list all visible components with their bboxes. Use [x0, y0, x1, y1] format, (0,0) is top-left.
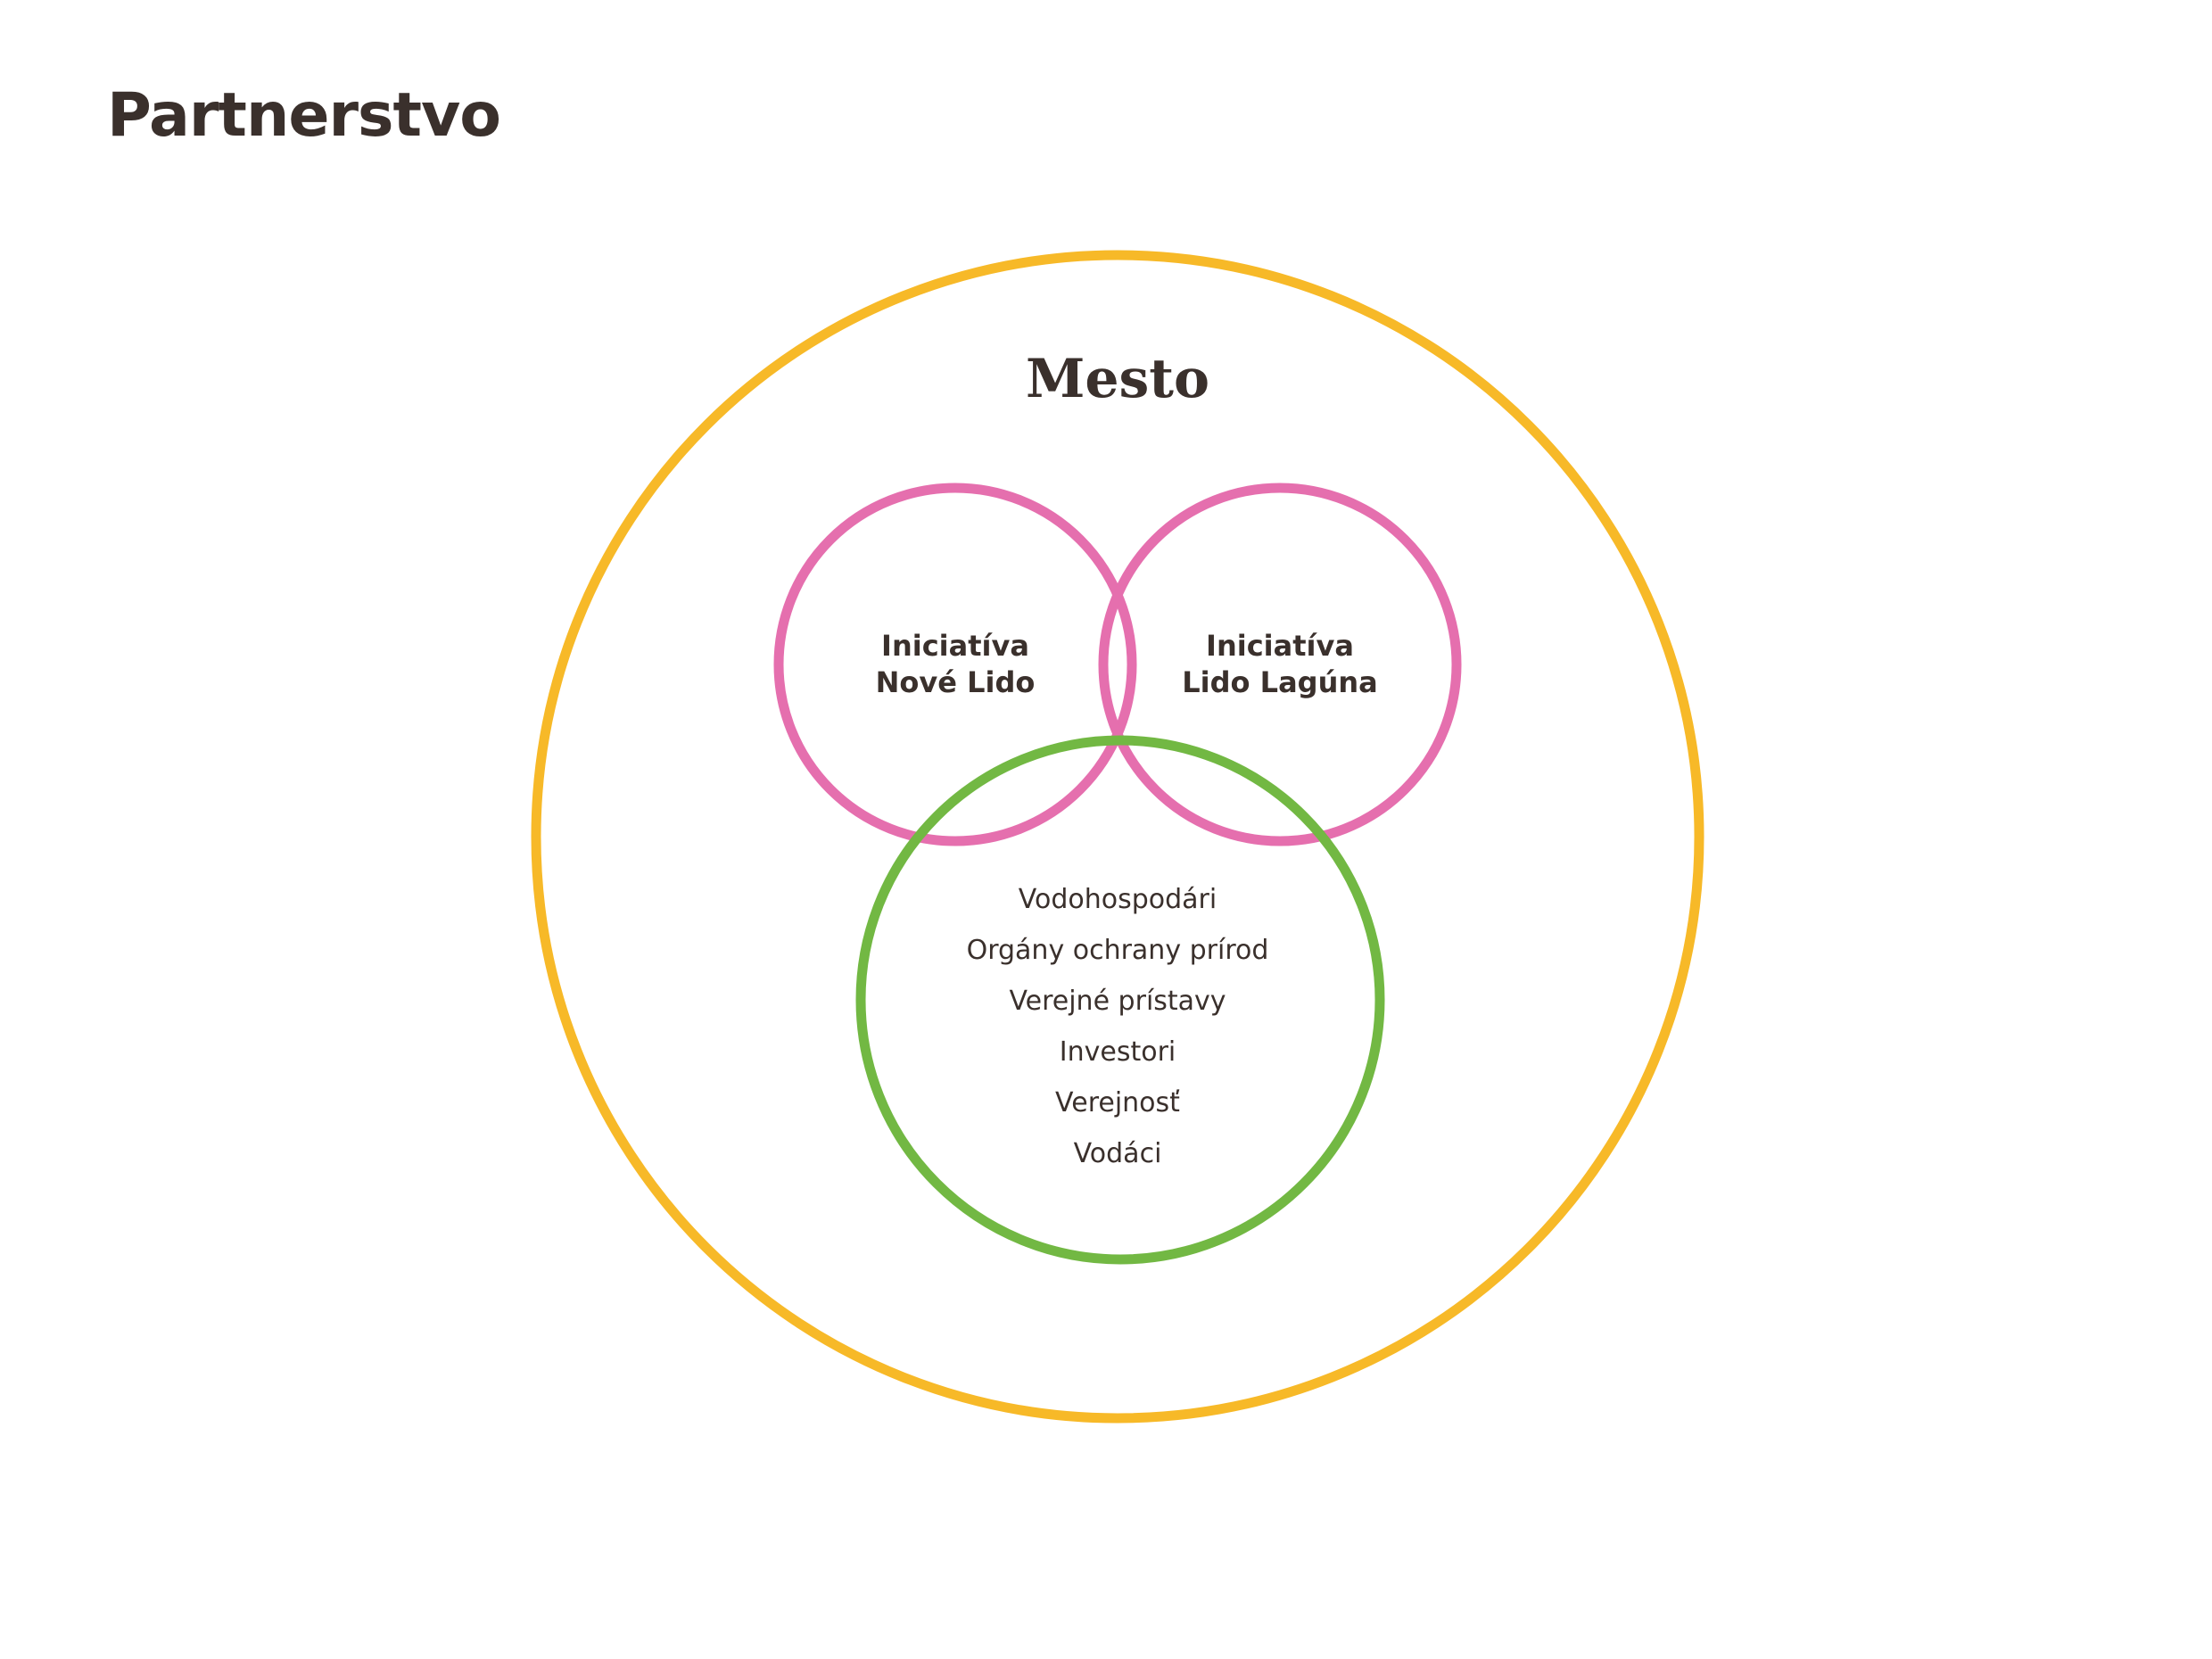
stakeholder-item: Vodohospodári — [1019, 884, 1217, 915]
city-label: Mesto — [1026, 348, 1209, 410]
initiative-lido-laguna-label-line2: Lido Lagúna — [1182, 665, 1377, 699]
stakeholder-item: Verejnosť — [1055, 1087, 1180, 1118]
initiative-nove-lido-circle — [773, 483, 1137, 846]
stakeholder-item: Orgány ochrany prírod — [967, 935, 1269, 966]
page-title: Partnerstvo — [107, 80, 501, 151]
stakeholder-item: Vodáci — [1074, 1138, 1162, 1169]
stakeholder-item: Verejné prístavy — [1009, 986, 1226, 1017]
stakeholders-circle — [855, 735, 1385, 1265]
stakeholder-item: Investori — [1060, 1036, 1176, 1068]
stakeholder-list: Vodohospodári Orgány ochrany prírod Vere… — [967, 884, 1269, 1169]
initiative-nove-lido-label-line2: Nové Lido — [876, 665, 1036, 699]
initiative-lido-laguna-label-line1: Iniciatíva — [1206, 629, 1354, 663]
initiative-nove-lido-label-line1: Iniciatíva — [881, 629, 1029, 663]
city-circle — [531, 250, 1704, 1424]
initiative-lido-laguna-circle — [1098, 483, 1462, 846]
